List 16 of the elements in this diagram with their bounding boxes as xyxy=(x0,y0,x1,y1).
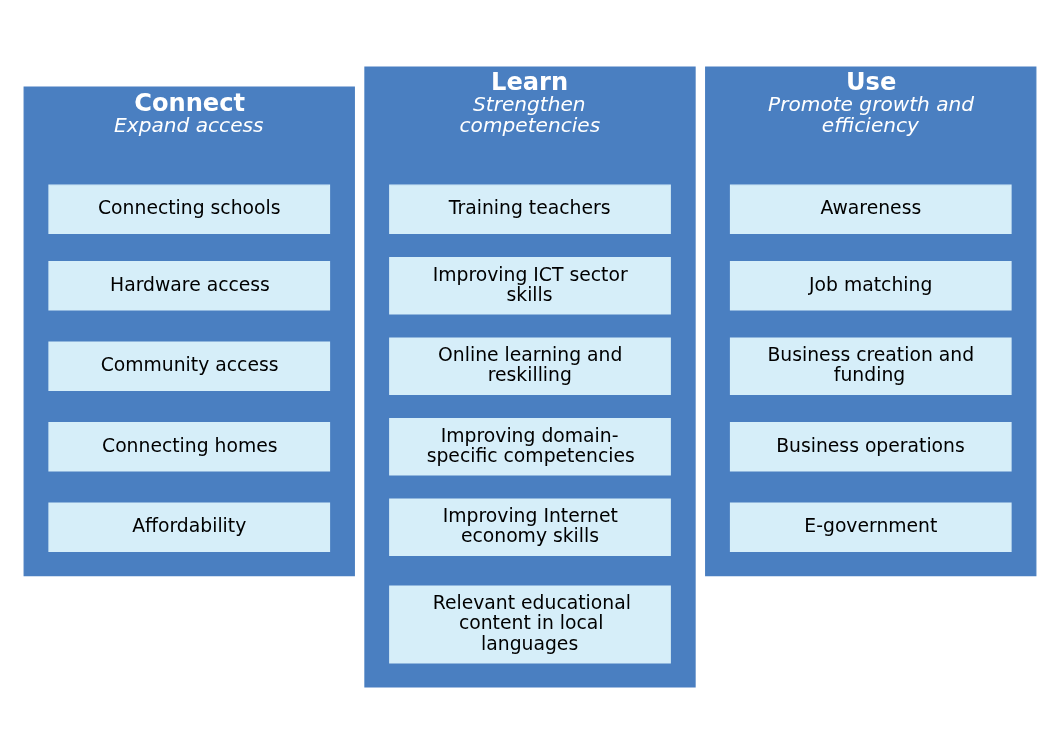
node-box: Connecting schools xyxy=(48,184,331,234)
node-box: Relevant educational content in local languages xyxy=(389,585,671,663)
node-box: E-government xyxy=(729,501,1012,552)
node-box: Business creation and funding xyxy=(729,336,1012,395)
node-box: Hardware access xyxy=(48,260,331,311)
node-box: Improving domain-specific competencies xyxy=(389,417,671,476)
node-box: Community access xyxy=(48,340,331,391)
node-box: Improving Internet economy skills xyxy=(389,497,671,556)
node-box: Awareness xyxy=(729,184,1012,234)
node-box: Connecting homes xyxy=(48,421,331,472)
node-box: Online learning and reskilling xyxy=(389,336,671,395)
node-box: Job matching xyxy=(729,260,1012,311)
node-box: Affordability xyxy=(48,501,331,552)
node-box: Training teachers xyxy=(389,184,671,234)
node-box: Improving ICT sector skills xyxy=(389,256,671,315)
node-box: Business operations xyxy=(729,421,1012,472)
